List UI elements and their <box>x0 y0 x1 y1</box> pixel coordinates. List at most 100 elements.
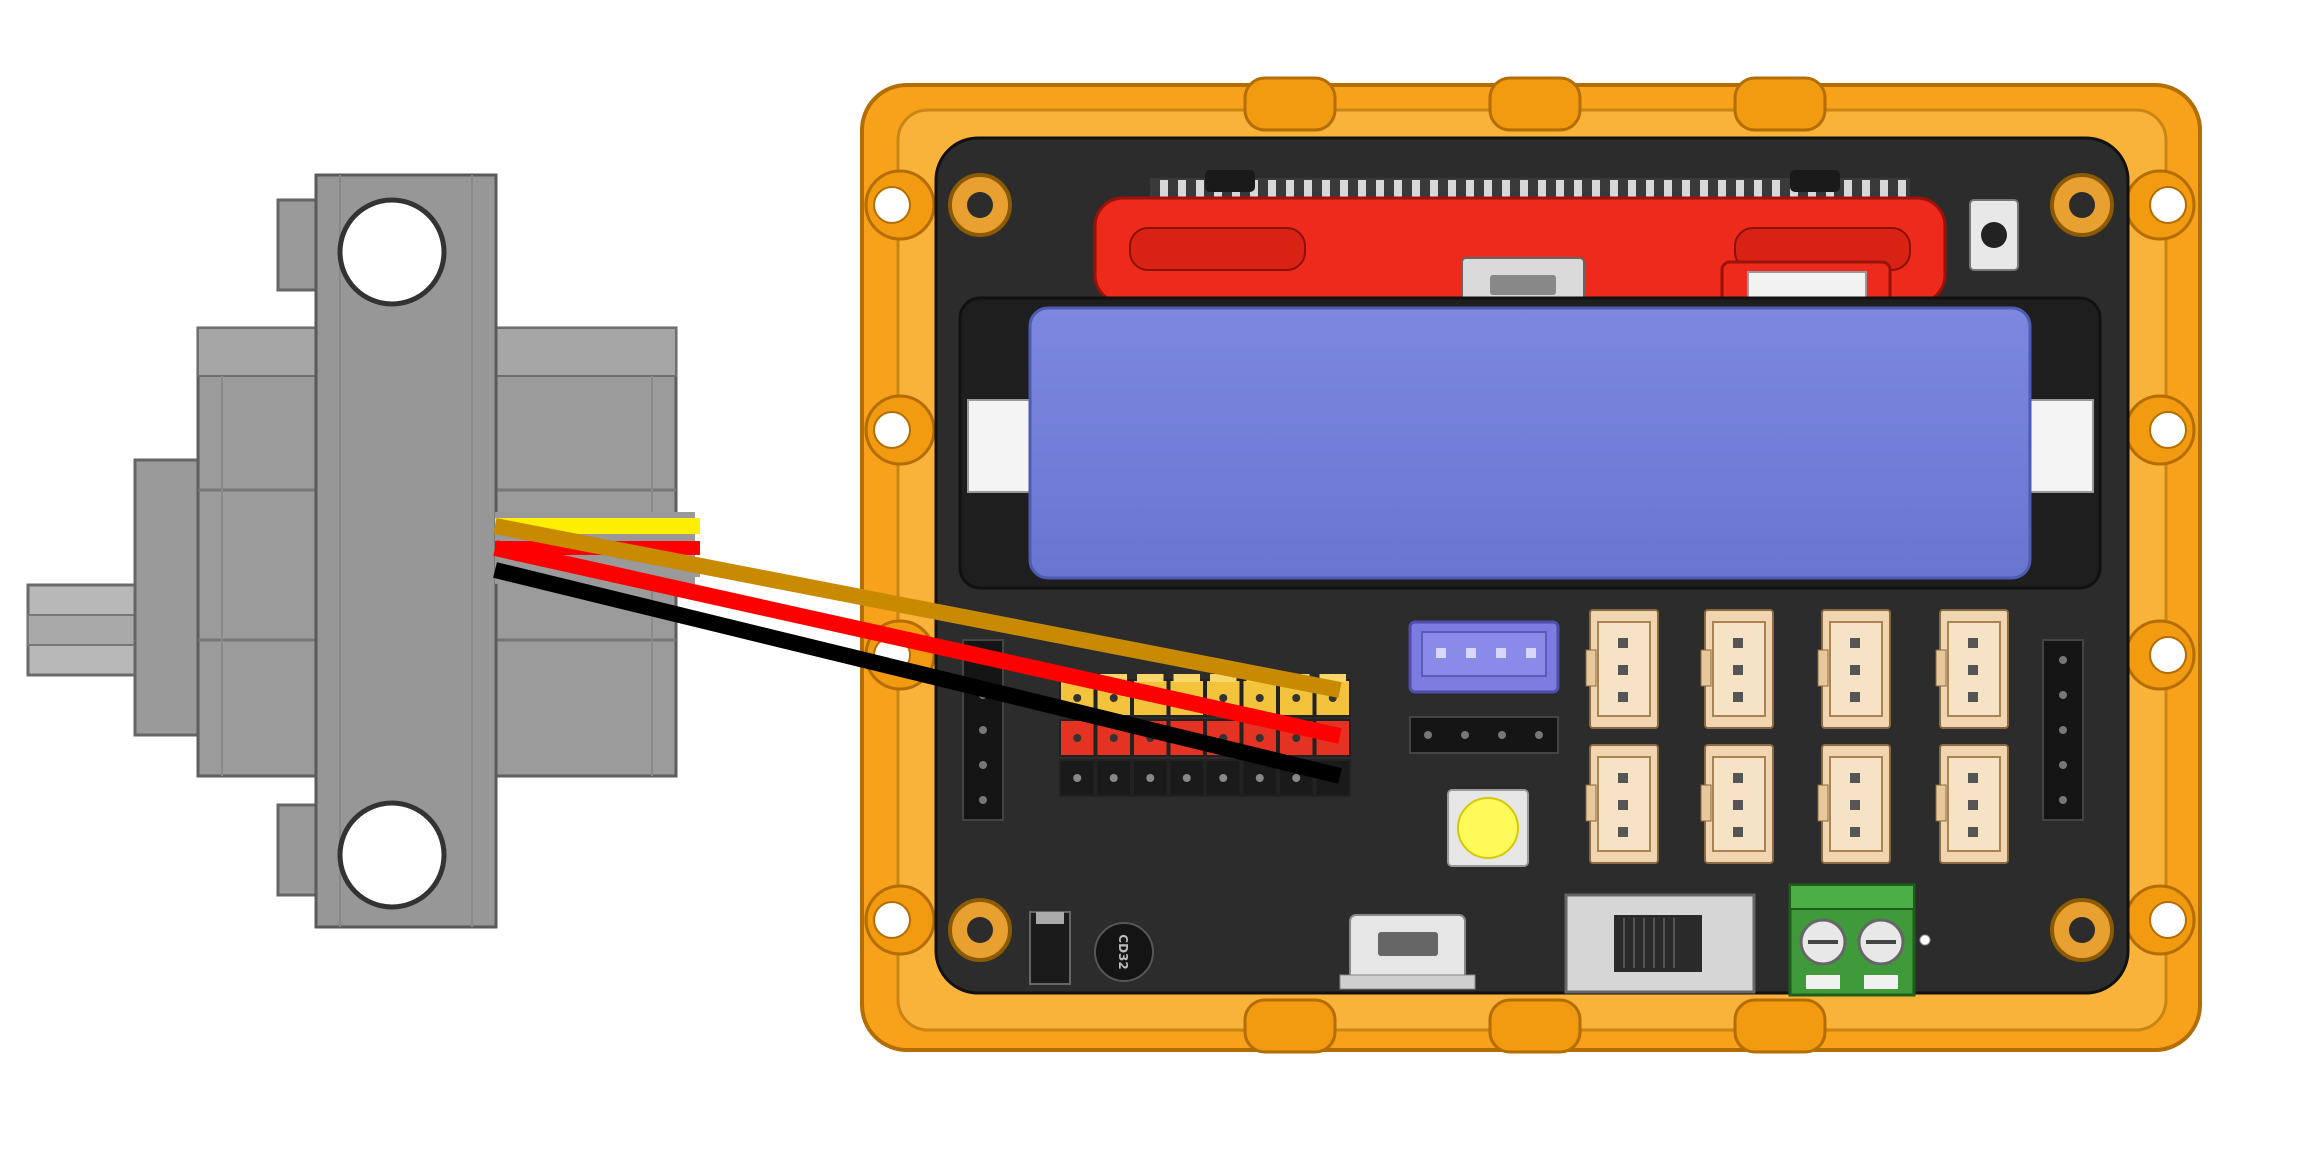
jst-pin <box>1968 692 1978 702</box>
jst-pin <box>1968 638 1978 648</box>
header-pin <box>1646 180 1654 198</box>
jst-pin <box>1968 800 1978 810</box>
servo-header-pin <box>1059 759 1096 797</box>
servo-motor-icon <box>26 173 678 929</box>
header-pin <box>1430 180 1438 198</box>
i2c-header <box>1409 716 1559 754</box>
rgb-led <box>1447 789 1529 867</box>
jst-pin <box>1618 692 1628 702</box>
jst-pin <box>1850 800 1860 810</box>
header-pin <box>1376 180 1384 198</box>
header-pin <box>1772 180 1780 198</box>
purple-connector <box>1408 620 1560 694</box>
jst-connector <box>1700 744 1774 864</box>
jst-pin <box>1850 665 1860 675</box>
header-pin <box>1448 180 1456 198</box>
jst-connector <box>1935 744 2009 864</box>
micro-usb-port <box>1339 914 1476 990</box>
header-pin <box>1178 180 1186 198</box>
jst-pin <box>1618 773 1628 783</box>
button-cap <box>1205 170 1255 192</box>
header-pin <box>1304 180 1312 198</box>
jst-pin <box>1850 692 1860 702</box>
header-pin <box>1412 180 1420 198</box>
jst-pin <box>1733 665 1743 675</box>
header-pin <box>1664 180 1672 198</box>
header-pin <box>1628 180 1636 198</box>
jst-pin <box>1733 692 1743 702</box>
power-wire <box>493 540 1342 744</box>
corner-screws <box>948 173 2114 962</box>
jst-connector-grid <box>1585 609 2009 864</box>
header-pin <box>1466 180 1474 198</box>
left-side-header <box>962 639 1004 821</box>
jst-pin <box>1733 800 1743 810</box>
ground-wire <box>493 562 1342 784</box>
header-pin <box>1484 180 1492 198</box>
jst-pin <box>1850 827 1860 837</box>
header-pin <box>1160 180 1168 198</box>
header-pin <box>1286 180 1294 198</box>
header-pin <box>1502 180 1510 198</box>
header-pin <box>1592 180 1600 198</box>
header-pin <box>1394 180 1402 198</box>
jst-connector <box>1935 609 2009 729</box>
top-edge-connector <box>1150 170 1910 200</box>
diode <box>1029 911 1071 985</box>
servo-header-pin <box>1095 759 1132 797</box>
controller-board-icon: CD32 <box>860 76 2202 1054</box>
header-pin <box>1538 180 1546 198</box>
header-pin <box>1700 180 1708 198</box>
header-pin <box>1718 180 1726 198</box>
servo-header-pin <box>1168 759 1205 797</box>
buzzer: CD32 <box>1094 922 1154 982</box>
header-pin <box>1520 180 1528 198</box>
jst-connector <box>1700 609 1774 729</box>
terminal-block <box>1788 883 1931 997</box>
jst-pin <box>1618 665 1628 675</box>
right-side-header <box>2042 639 2084 821</box>
buzzer-label: CD32 <box>1116 934 1130 969</box>
jst-pin <box>1618 827 1628 837</box>
jst-pin <box>1618 800 1628 810</box>
header-pin <box>1556 180 1564 198</box>
servo-gear-block <box>133 458 207 737</box>
servo-cable <box>493 512 1342 784</box>
jst-pin <box>1733 827 1743 837</box>
mount-hole-bottom <box>337 800 447 910</box>
header-pin <box>1322 180 1330 198</box>
header-pin <box>1736 180 1744 198</box>
mount-hole-top <box>337 197 447 307</box>
header-pin <box>1610 180 1618 198</box>
header-pin <box>1862 180 1870 198</box>
header-pin <box>1358 180 1366 198</box>
header-pin <box>1682 180 1690 198</box>
jst-pin <box>1850 773 1860 783</box>
cylindrical-battery-icon <box>958 296 2102 590</box>
jst-connector <box>1817 609 1891 729</box>
servo-header-pin <box>1205 759 1242 797</box>
jst-connector <box>1817 744 1891 864</box>
jst-pin <box>1733 638 1743 648</box>
jst-pin <box>1618 638 1628 648</box>
servo-header-pin <box>1059 719 1096 757</box>
header-pin <box>1844 180 1852 198</box>
jst-pin <box>1968 665 1978 675</box>
jst-pin <box>1850 638 1860 648</box>
header-pin <box>1340 180 1348 198</box>
header-pin <box>1754 180 1762 198</box>
jst-connector <box>1585 744 1659 864</box>
battery-cell <box>1028 306 2032 580</box>
header-pin <box>1898 180 1906 198</box>
power-switch <box>1564 893 1756 994</box>
servo-header-pin <box>1132 759 1169 797</box>
header-pin <box>1574 180 1582 198</box>
header-pin <box>1880 180 1888 198</box>
jst-pin <box>1733 773 1743 783</box>
button-cap <box>1790 170 1840 192</box>
header-pin <box>1268 180 1276 198</box>
jst-connector <box>1585 609 1659 729</box>
signal-wire <box>493 518 1342 698</box>
jst-pin <box>1968 773 1978 783</box>
